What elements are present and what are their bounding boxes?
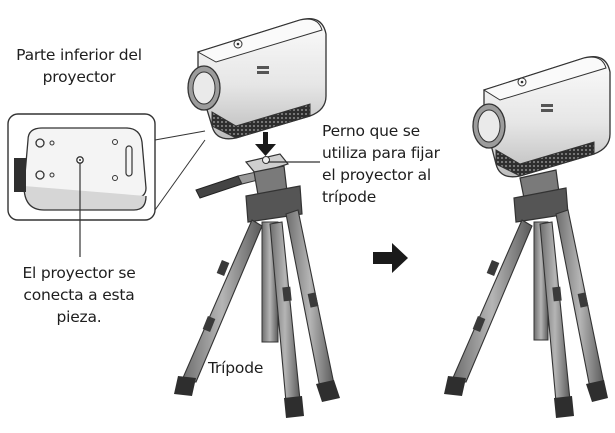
vent-slot bbox=[125, 145, 133, 177]
projector-bottom-label-line-2: proyector bbox=[42, 68, 116, 86]
grille-right bbox=[495, 141, 595, 177]
grille-left bbox=[211, 103, 311, 139]
bolt-label-line-2: utiliza para fijar bbox=[322, 144, 440, 162]
projector-bottom-label: Parte inferior del proyector bbox=[4, 44, 154, 88]
projector-left bbox=[187, 17, 327, 140]
tripod-label: Trípode bbox=[208, 359, 264, 377]
bolt-label-line-4: trípode bbox=[322, 188, 377, 206]
connect-piece-label-line-2: conecta a esta bbox=[23, 286, 135, 304]
lens-edge bbox=[14, 158, 26, 192]
connect-piece-label-line-3: pieza. bbox=[56, 308, 102, 326]
projector-bottom-label-line-1: Parte inferior del bbox=[16, 46, 142, 64]
foot-top-left bbox=[35, 138, 45, 148]
projector-bottom-inset bbox=[7, 113, 206, 257]
mount-bolt bbox=[262, 156, 270, 164]
foot-bottom-left bbox=[35, 170, 45, 180]
inset-callout-top bbox=[154, 130, 206, 141]
bolt-label-line-1: Perno que se bbox=[322, 122, 421, 140]
assembled-projector-tripod bbox=[444, 55, 611, 418]
mount-plate bbox=[244, 153, 290, 175]
bolt-label-line-3: el proyector al bbox=[322, 166, 432, 184]
connect-piece-label: El proyector se conecta a esta pieza. bbox=[4, 262, 154, 328]
attach-arrow bbox=[255, 132, 276, 156]
bolt-label: Perno que se utiliza para fijar el proye… bbox=[322, 120, 462, 208]
inset-callout-bottom bbox=[154, 139, 206, 211]
tripod-left bbox=[174, 153, 340, 418]
connect-piece-label-line-1: El proyector se bbox=[22, 264, 136, 282]
next-step-arrow bbox=[373, 243, 408, 273]
